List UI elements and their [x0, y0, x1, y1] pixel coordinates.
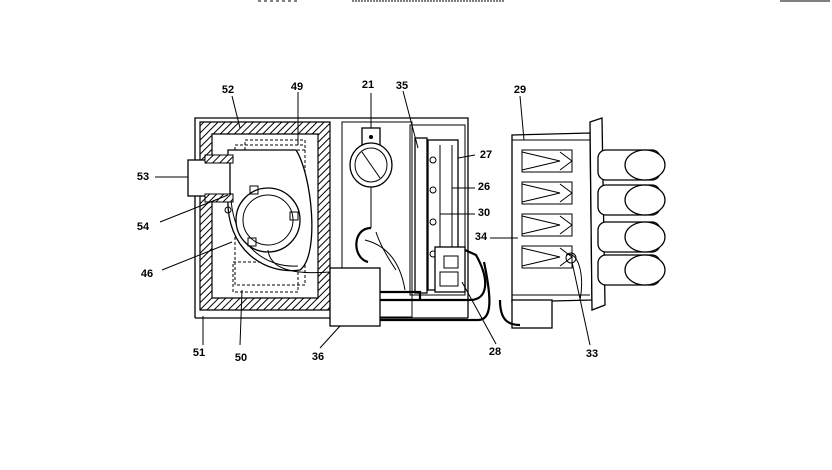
callout-46: 46 — [141, 268, 153, 280]
burner-manifold — [414, 137, 466, 294]
callout-52: 52 — [222, 84, 234, 96]
blower-scroll — [224, 149, 331, 274]
gas-tubing — [364, 239, 491, 322]
callout-29: 29 — [514, 84, 526, 96]
callout-labels: 52 49 21 35 29 27 26 30 34 53 54 46 51 5… — [137, 79, 598, 364]
callout-53: 53 — [137, 171, 149, 183]
callout-51: 51 — [193, 347, 205, 359]
callout-50: 50 — [235, 352, 247, 364]
control-box — [329, 267, 381, 327]
callout-35: 35 — [396, 80, 408, 92]
callout-36: 36 — [312, 351, 324, 363]
callout-34: 34 — [475, 231, 488, 243]
callout-28: 28 — [489, 346, 501, 358]
pressure-switch — [349, 127, 397, 271]
callout-33: 33 — [586, 348, 598, 360]
heat-exchanger-assembly — [498, 117, 666, 329]
callout-27: 27 — [480, 149, 492, 161]
flue-collar — [187, 154, 234, 203]
callout-54: 54 — [137, 221, 150, 233]
cabinet-panel — [194, 117, 469, 319]
callout-21: 21 — [362, 79, 374, 91]
callout-49: 49 — [291, 81, 303, 93]
callout-30: 30 — [478, 207, 490, 219]
callout-26: 26 — [478, 181, 490, 193]
leader-lines — [155, 90, 591, 349]
